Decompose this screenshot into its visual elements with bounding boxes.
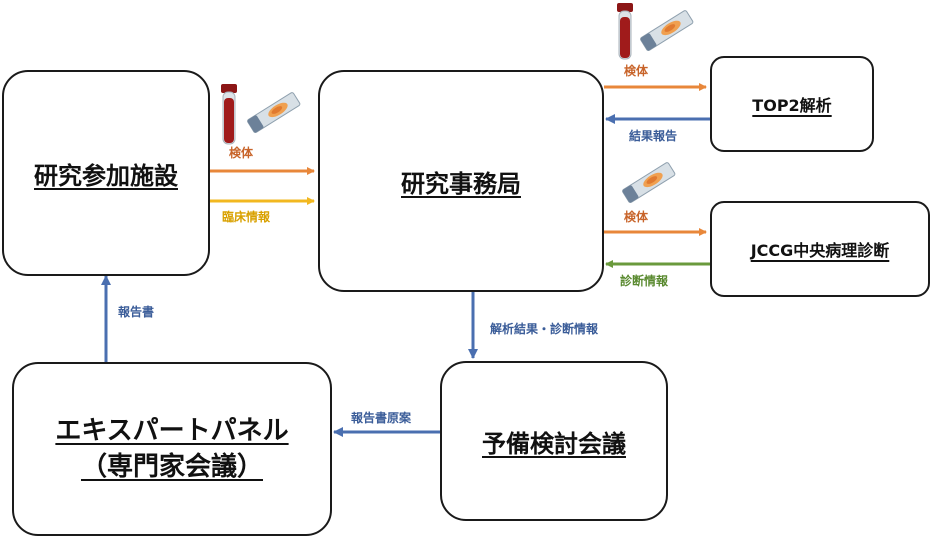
edge-label-report: 報告書 — [118, 305, 155, 319]
edge-label-site-clinical: 臨床情報 — [222, 210, 271, 224]
blood-tube-icon — [617, 3, 633, 60]
edge-label-top2-result: 結果報告 — [629, 129, 678, 143]
edge-label-office-top2-specimen: 検体 — [624, 64, 649, 78]
node-top2-analysis-label: TOP2解析 — [752, 96, 832, 115]
tissue-slide-icon — [622, 162, 676, 203]
node-preliminary-meeting-label: 予備検討会議 — [482, 429, 626, 458]
edge-label-analysis-diagnosis: 解析結果・診断情報 — [490, 322, 599, 336]
node-expert-panel: エキスパートパネル （専門家会議） — [12, 362, 332, 536]
tissue-slide-icon — [640, 10, 694, 51]
node-participating-site: 研究参加施設 — [2, 70, 210, 276]
node-jccg-pathology: JCCG中央病理診断 — [710, 201, 930, 297]
node-top2-analysis: TOP2解析 — [710, 56, 874, 152]
node-research-office: 研究事務局 — [318, 70, 604, 292]
node-preliminary-meeting: 予備検討会議 — [440, 361, 668, 521]
edge-label-report-draft: 報告書原案 — [351, 411, 412, 425]
node-participating-site-label: 研究参加施設 — [34, 161, 178, 190]
node-jccg-pathology-label: JCCG中央病理診断 — [750, 241, 890, 260]
edge-label-office-jccg-specimen: 検体 — [624, 210, 649, 224]
edge-label-jccg-diagnosis: 診断情報 — [620, 274, 669, 288]
blood-tube-icon — [221, 84, 237, 145]
edge-label-site-specimen: 検体 — [229, 146, 254, 160]
node-expert-panel-sublabel: （専門家会議） — [80, 452, 263, 482]
node-expert-panel-label: エキスパートパネル — [55, 416, 289, 446]
node-research-office-label: 研究事務局 — [401, 169, 521, 198]
tissue-slide-icon — [247, 92, 301, 133]
